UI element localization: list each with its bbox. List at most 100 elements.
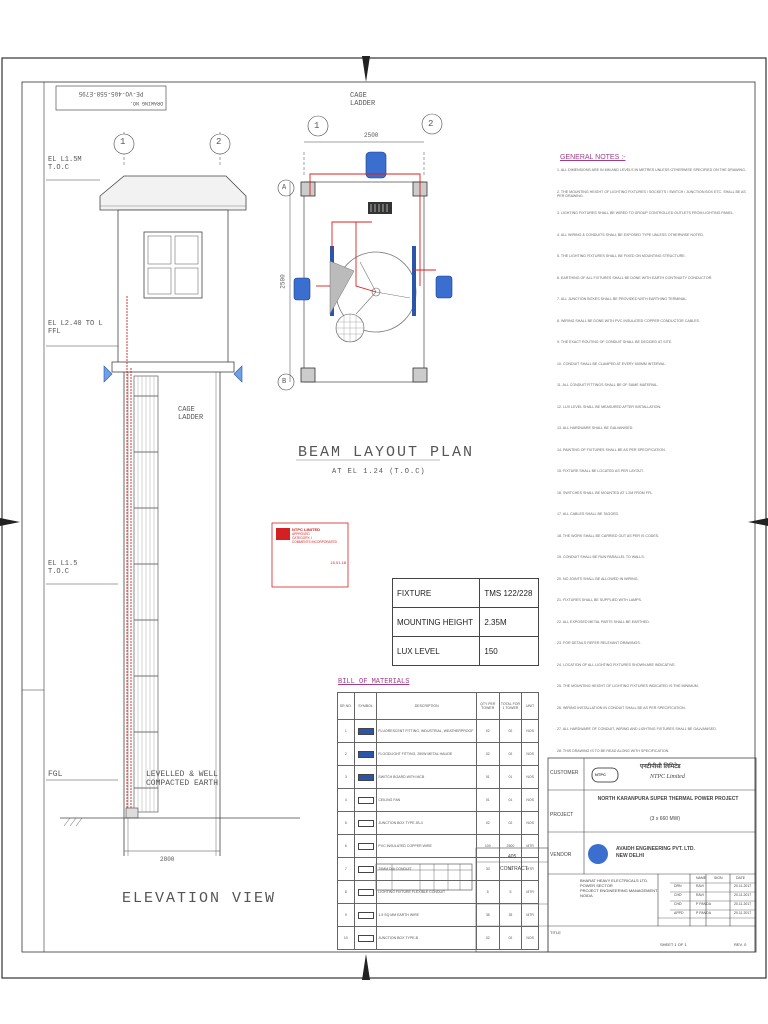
- note-item: 16. SWITCHES SHALL BE MOUNTED AT 1.2M FR…: [557, 490, 654, 495]
- bom-cell: NOS: [521, 788, 539, 812]
- bom-symbol-icon: [353, 788, 378, 812]
- project-sub: (3 x 660 MW): [650, 816, 681, 822]
- customer-name: NTPC Limited: [650, 774, 685, 780]
- grid-label-1: 1: [120, 137, 126, 147]
- bom-symbol-icon: [353, 880, 378, 904]
- plan-drawing: [277, 113, 453, 461]
- general-notes-title: GENERAL NOTES :-: [560, 154, 626, 161]
- note-item: 15. FIXTURE SHALL BE LOCATED AS PER LAYO…: [557, 469, 644, 473]
- bom-cell: 01: [498, 765, 523, 789]
- bom-cell: 1: [337, 719, 355, 743]
- bom-cell: 02: [475, 926, 500, 950]
- drawing-sheet: PE-VO-405-558-E795 DRAWING NO. 1 2 EL L1…: [0, 56, 768, 980]
- approval-role: DRN: [674, 884, 682, 888]
- note-item: 20. NO JOINTS SHALL BE ALLOWED IN WIRING…: [557, 576, 639, 581]
- bom-cell: 7: [337, 857, 355, 881]
- approval-stamp: NTPC LIMITED APPROVED CATEGORY: I COMMEN…: [292, 527, 346, 565]
- note-item: 5. THE LIGHTING FIXTURES SHALL BE FIXED …: [557, 254, 686, 258]
- bom-cell: LIGHTING FIXTURE FLEXIBLE CONDUIT: [376, 880, 477, 904]
- bom-cell: 01: [475, 788, 500, 812]
- bom-symbol-icon: [353, 742, 378, 766]
- status: CONTRACT: [500, 866, 528, 872]
- vendor-name: AVAIDH ENGINEERING PVT. LTD. NEW DELHI: [616, 846, 695, 859]
- approval-role: CHD: [674, 902, 682, 906]
- drawing-canvas: [0, 56, 768, 980]
- bom-cell: FLOODLIGHT FITTING, 250W METAL HALIDE: [376, 742, 477, 766]
- bom-cell: PVC INSULATED COPPER WIRE: [376, 834, 477, 858]
- note-item: 8. WIRING SHALL BE DONE WITH PVC INSULAT…: [557, 318, 700, 323]
- ntpc-logo: NTPC: [595, 772, 606, 777]
- plan-side-dimension: 2500: [279, 274, 287, 289]
- bom-cell: 35: [475, 903, 500, 927]
- level-floor: EL L2.40 TO L FFL: [48, 320, 103, 336]
- name-header: NAME: [696, 876, 707, 880]
- elevation-view-title: ELEVATION VIEW: [122, 890, 277, 907]
- bom-cell: 6: [337, 834, 355, 858]
- date-header: DATE: [736, 876, 746, 880]
- bom-cell: 8: [337, 880, 355, 904]
- note-item: 6. EARTHING OF ALL FIXTURES SHALL BE DON…: [557, 275, 713, 280]
- approval-role: APPD: [674, 911, 684, 915]
- note-item: 25. THE MOUNTING HEIGHT OF LIGHTING FIXT…: [557, 684, 699, 688]
- approval-name: RAVI: [696, 893, 704, 897]
- plan-dimension: 2500: [364, 132, 379, 139]
- bom-cell: SWITCH BOARD WITH MCB: [376, 765, 477, 789]
- vendor-label: VENDOR: [550, 852, 572, 858]
- note-item: 12. LUX LEVEL SHALL BE MEASURED AFTER IN…: [557, 404, 662, 409]
- elevation-drawing: [46, 132, 300, 856]
- bom-cell: NOS: [521, 719, 539, 743]
- bom-cell: 10: [337, 926, 355, 950]
- note-item: 26. WIRING INSTALLATION IN CONDUIT SHALL…: [557, 705, 686, 710]
- bom-cell: 02: [498, 719, 523, 743]
- drawing-number: PE-VO-405-558-E795: [78, 90, 144, 97]
- grid-label-plan-1: 1: [314, 121, 320, 131]
- project-label: PROJECT: [550, 812, 574, 818]
- bom-cell: NOS: [521, 742, 539, 766]
- bom-cell: 2: [337, 742, 355, 766]
- note-item: 19. CONDUIT SHALL BE RUN PARALLEL TO WAL…: [557, 555, 645, 559]
- bom-symbol-icon: [353, 765, 378, 789]
- level-low: EL L1.5 T.O.C: [48, 560, 78, 576]
- note-item: 22. ALL EXPOSED METAL PARTS SHALL BE EAR…: [557, 619, 650, 624]
- sheet-number: SHEET 1 OF 1: [660, 942, 687, 947]
- note-item: 28. THIS DRAWING IS TO BE READ ALONG WIT…: [557, 748, 670, 753]
- approval-name: P PANDA: [696, 902, 712, 906]
- bom-symbol-icon: [353, 811, 378, 835]
- bom-table: SR NO. SYMBOL DESCRIPTION QTY PER TOWER …: [337, 692, 539, 950]
- bom-cell: 5: [475, 880, 500, 904]
- bom-symbol-icon: [353, 834, 378, 858]
- bom-cell: 01: [475, 765, 500, 789]
- note-item: 17. ALL CABLES SHALL BE TAGGED.: [557, 512, 620, 516]
- bom-cell: NOS: [521, 926, 539, 950]
- approval-date: 20.11.2017: [734, 902, 752, 906]
- note-item: 10. CONDUIT SHALL BE CLAMPED AT EVERY 60…: [557, 361, 667, 366]
- bom-cell: 5: [337, 811, 355, 835]
- approval-role: CHD: [674, 893, 682, 897]
- bom-symbol-icon: [353, 926, 378, 950]
- note-item: 1. ALL DIMENSIONS ARE IN MM AND LEVELS I…: [557, 168, 746, 172]
- bom-cell: 02: [498, 926, 523, 950]
- beam-layout-plan-subtitle: AT EL 1.24 (T.O.C): [332, 468, 426, 476]
- bom-cell: JUNCTION BOX TYPE-B: [376, 926, 477, 950]
- bom-cell: MTR: [521, 834, 539, 858]
- note-item: 3. LIGHTING FIXTURES SHALL BE WIRED TO G…: [557, 211, 734, 215]
- bom-cell: 02: [498, 742, 523, 766]
- bom-title: BILL OF MATERIALS: [338, 678, 410, 686]
- approval-date: 20.11.2017: [734, 893, 752, 897]
- note-item: 24. LOCATION OF ALL LIGHTING FIXTURES SH…: [557, 662, 676, 667]
- bom-cell: 5: [498, 880, 523, 904]
- bom-cell: 4: [337, 788, 355, 812]
- note-item: 14. PAINTING OF FIXTURES SHALL BE AS PER…: [557, 447, 666, 452]
- bom-cell: NOS: [521, 765, 539, 789]
- bom-cell: FLUORESCENT FITTING, INDUSTRIAL, WEATHER…: [376, 719, 477, 743]
- bom-cell: MTR: [521, 880, 539, 904]
- bom-cell: 30: [475, 857, 500, 881]
- note-item: 27. ALL HARDWARE OF CONDUIT, WIRING AND …: [557, 727, 717, 731]
- beam-layout-plan-title: BEAM LAYOUT PLAN: [298, 444, 475, 461]
